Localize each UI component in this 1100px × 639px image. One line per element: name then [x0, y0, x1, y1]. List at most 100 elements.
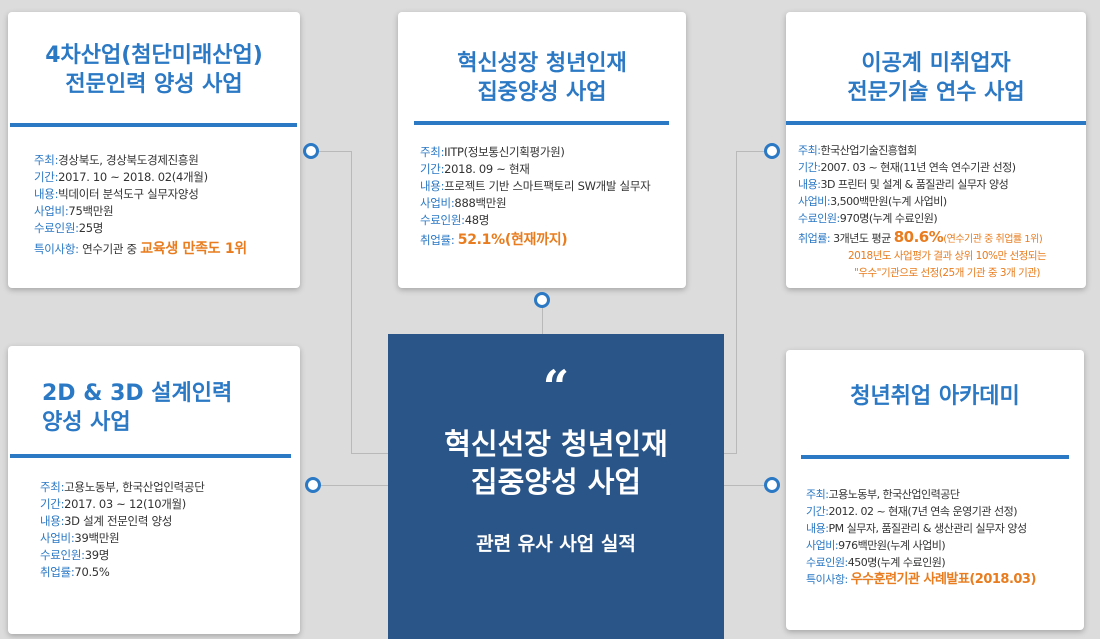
- detail-value: 고용노동부, 한국산업인력공단: [828, 488, 960, 501]
- award-note-line2: "우수"기관으로 선정(25개 기관 중 3개 기관): [854, 267, 1040, 279]
- detail-row-host: 주최:고용노동부, 한국산업인력공단: [806, 488, 960, 501]
- detail-value: 39명: [84, 548, 110, 562]
- detail-label: 기간: [40, 497, 61, 511]
- detail-label: 취업률: [798, 232, 827, 245]
- detail-label: 사업비: [420, 196, 451, 210]
- card-title-line1: 4차산업(첨단미래산업): [45, 43, 263, 68]
- highlight-suffix: (연수기관 중 취업률 1위): [943, 234, 1043, 245]
- connector-dot-card1: [303, 143, 319, 159]
- title-rule: [414, 121, 669, 125]
- detail-label: 사업비: [806, 539, 835, 552]
- detail-value: 3,500백만원(누계 사업비): [830, 195, 947, 208]
- detail-label: 주최: [40, 480, 61, 494]
- detail-row-content: 내용:3D 프린터 및 설계 & 품질관리 실무자 양성: [798, 178, 1009, 191]
- title-rule: [801, 455, 1069, 459]
- detail-row-budget: 사업비:75백만원: [34, 204, 114, 218]
- detail-value: 2007. 03 ~ 현재(11년 연속 연수기관 선정): [820, 161, 1016, 174]
- detail-label: 수료인원: [40, 548, 82, 562]
- detail-value: 3개년도 평균: [833, 232, 891, 245]
- detail-row-host: 주최:경상북도, 경상북도경제진흥원: [34, 153, 199, 167]
- detail-value: 70.5%: [74, 565, 110, 579]
- card-title: 청년취업 아카데미: [786, 383, 1084, 412]
- detail-row-employment: 취업률:70.5%: [40, 565, 110, 579]
- detail-label: 내용: [798, 178, 818, 191]
- detail-row-special: 특이사항: 연수기관 중 교육생 만족도 1위: [34, 241, 247, 257]
- detail-value: 3D 프린터 및 설계 & 품질관리 실무자 양성: [820, 178, 1009, 191]
- highlight-text: 80.6%: [893, 228, 944, 246]
- center-title: 혁신선장 청년인재 집중양성 사업: [388, 426, 724, 501]
- detail-row-period: 기간:2017. 10 ~ 2018. 02(4개월): [34, 170, 208, 184]
- detail-row-period: 기간:2018. 09 ~ 현재: [420, 162, 530, 176]
- detail-row-graduates: 수료인원:39명: [40, 548, 110, 562]
- title-rule: [10, 123, 297, 127]
- detail-value: 연수기관 중: [82, 242, 137, 256]
- detail-row-budget: 사업비:39백만원: [40, 531, 120, 545]
- detail-row-graduates: 수료인원:48명: [420, 213, 490, 227]
- detail-value: 2017. 10 ~ 2018. 02(4개월): [58, 170, 208, 184]
- card-title: 혁신성장 청년인재 집중양성 사업: [398, 50, 686, 107]
- detail-value: 48명: [464, 213, 490, 227]
- center-subtitle: 관련 유사 사업 실적: [476, 533, 636, 555]
- detail-label: 주최: [420, 145, 441, 159]
- detail-label: 기간: [34, 170, 55, 184]
- card-details: 주최:한국산업기술진흥협회 기간:2007. 03 ~ 현재(11년 연속 연수…: [798, 142, 1047, 282]
- detail-row-employment: 취업률: 52.1%(현재까지): [420, 232, 568, 248]
- detail-value: 25명: [78, 221, 104, 235]
- detail-row-period: 기간:2012. 02 ~ 현재(7년 연속 운영기관 선정): [806, 505, 1018, 518]
- title-rule: [786, 121, 1086, 125]
- connector-card5-h: [724, 485, 774, 486]
- center-title-line2: 집중양성 사업: [470, 464, 642, 499]
- detail-value: 450명(누계 수료인원): [847, 556, 946, 569]
- highlight-text: 52.1%(현재까지): [457, 232, 568, 248]
- card-details: 주최:고용노동부, 한국산업인력공단 기간:2017. 03 ~ 12(10개월…: [40, 479, 205, 581]
- card-title-line2: 전문기술 연수 사업: [847, 79, 1025, 105]
- highlight-text: 우수훈련기관 사례발표(2018.03): [850, 572, 1037, 587]
- quote-mark-icon: “: [542, 360, 570, 414]
- detail-value: 976백만원(누계 사업비): [838, 539, 946, 552]
- card-title: 2D & 3D 설계인력 양성 사업: [42, 380, 300, 437]
- detail-value: 970명(누계 수료인원): [839, 212, 938, 225]
- project-card-stem-training: 이공계 미취업자 전문기술 연수 사업 주최:한국산업기술진흥협회 기간:200…: [786, 12, 1086, 288]
- detail-label: 내용: [34, 187, 55, 201]
- detail-value: PM 실무자, 품질관리 & 생산관리 실무자 양성: [828, 522, 1027, 535]
- detail-row-graduates: 수료인원:450명(누계 수료인원): [806, 556, 946, 569]
- detail-row-period: 기간:2007. 03 ~ 현재(11년 연속 연수기관 선정): [798, 161, 1016, 174]
- detail-label: 취업률: [40, 565, 71, 579]
- connector-card3-h: [736, 151, 774, 152]
- connector-dot-card5: [764, 477, 780, 493]
- card-title-line1: 혁신성장 청년인재: [457, 51, 627, 76]
- card-details: 주최:고용노동부, 한국산업인력공단 기간:2012. 02 ~ 현재(7년 연…: [806, 486, 1036, 588]
- detail-label: 특이사항: [806, 573, 845, 586]
- detail-label: 기간: [806, 505, 826, 518]
- project-card-4th-industry: 4차산업(첨단미래산업) 전문인력 양성 사업 주최:경상북도, 경상북도경제진…: [8, 12, 300, 288]
- card-title: 4차산업(첨단미래산업) 전문인력 양성 사업: [8, 42, 300, 99]
- detail-row-host: 주최:고용노동부, 한국산업인력공단: [40, 480, 205, 494]
- connector-card2-v: [542, 304, 543, 334]
- connector-card3-v: [736, 151, 737, 453]
- detail-value: 2018. 09 ~ 현재: [444, 162, 530, 176]
- detail-value: 프로젝트 기반 스마트팩토리 SW개발 실무자: [444, 179, 651, 193]
- detail-label: 주최: [798, 144, 818, 157]
- connector-center-right-h: [724, 453, 737, 454]
- card-details: 주최:경상북도, 경상북도경제진흥원 기간:2017. 10 ~ 2018. 0…: [34, 152, 247, 258]
- detail-value: 빅데이터 분석도구 실무자양성: [58, 187, 199, 201]
- detail-label: 사업비: [40, 531, 71, 545]
- detail-value: IITP(정보통신기획평가원): [444, 145, 565, 159]
- detail-label: 내용: [40, 514, 61, 528]
- project-card-2d-3d-design: 2D & 3D 설계인력 양성 사업 주최:고용노동부, 한국산업인력공단 기간…: [8, 346, 300, 634]
- connector-card1-v: [351, 151, 352, 453]
- detail-value: 75백만원: [68, 204, 114, 218]
- detail-value: 고용노동부, 한국산업인력공단: [64, 480, 205, 494]
- detail-value: 39백만원: [74, 531, 120, 545]
- detail-label: 취업률: [420, 233, 451, 247]
- detail-row-budget: 사업비:3,500백만원(누계 사업비): [798, 195, 947, 208]
- detail-row-special: 특이사항: 우수훈련기관 사례발표(2018.03): [806, 572, 1037, 587]
- connector-card1-h: [318, 151, 351, 152]
- connector-card4-h: [318, 485, 388, 486]
- project-card-innovation-growth: 혁신성장 청년인재 집중양성 사업 주최:IITP(정보통신기획평가원) 기간:…: [398, 12, 686, 288]
- detail-row-period: 기간:2017. 03 ~ 12(10개월): [40, 497, 186, 511]
- detail-row-host: 주최:IITP(정보통신기획평가원): [420, 145, 565, 159]
- detail-row-graduates: 수료인원:970명(누계 수료인원): [798, 212, 938, 225]
- card-title-line2: 전문인력 양성 사업: [65, 71, 243, 97]
- project-card-youth-academy: 청년취업 아카데미 주최:고용노동부, 한국산업인력공단 기간:2012. 02…: [786, 350, 1084, 630]
